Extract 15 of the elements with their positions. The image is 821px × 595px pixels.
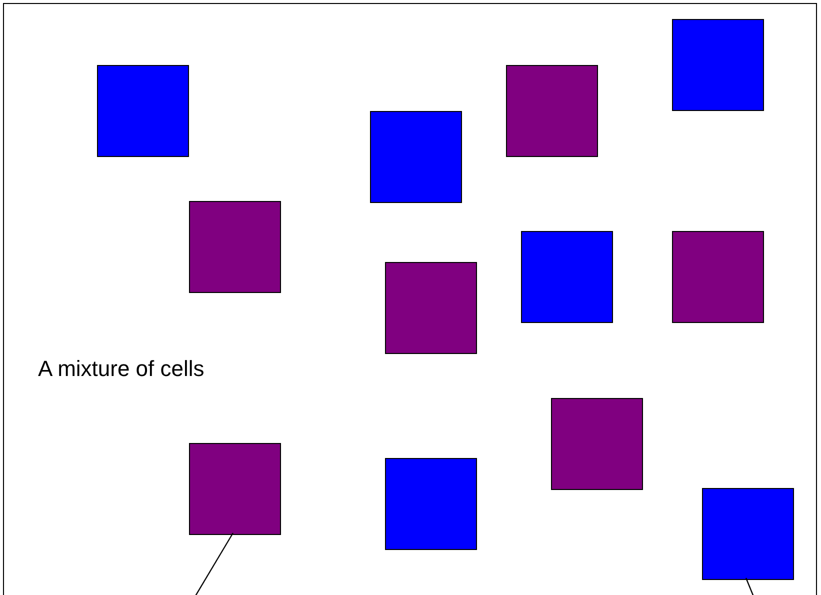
cell-square [551,398,643,490]
cell-square [385,262,477,354]
cell-square [189,443,281,535]
cell-square [385,458,477,550]
cell-square [521,231,613,323]
cell-square [672,19,764,111]
leader-line [745,578,756,595]
cell-square [506,65,598,157]
cell-square [702,488,794,580]
cell-square [370,111,462,203]
cell-square [97,65,189,157]
caption-text: A mixture of cells [38,356,204,382]
cell-square [189,201,281,293]
cell-square [672,231,764,323]
frame-border [3,3,817,595]
